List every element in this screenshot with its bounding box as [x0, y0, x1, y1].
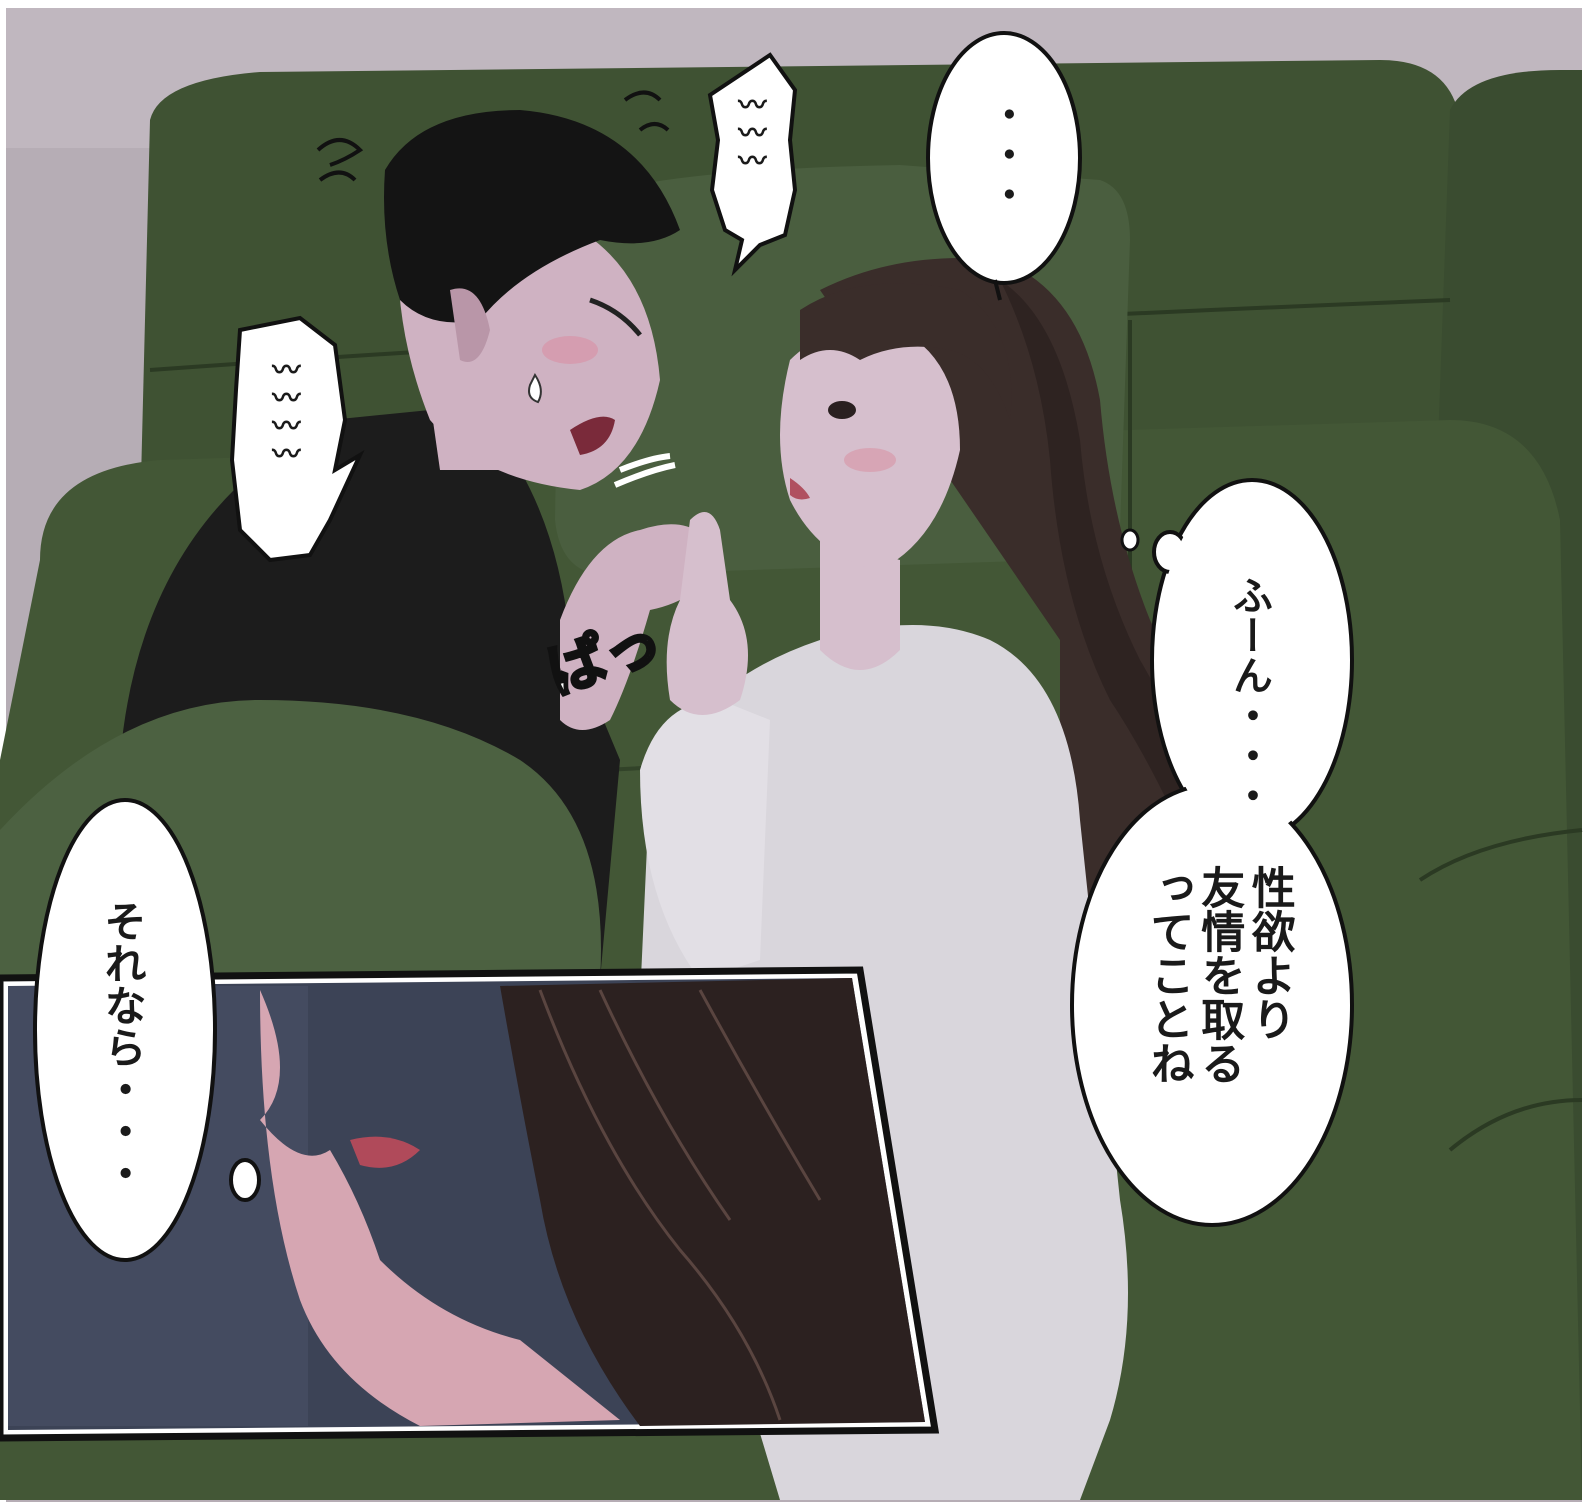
woman-hair-front	[1000, 280, 1192, 850]
woman-bangs	[800, 283, 1012, 420]
his-squiggle-right-text: 〰〰〰	[734, 90, 768, 174]
man-ear	[450, 288, 490, 362]
man-hand	[560, 524, 720, 730]
thought-bubble-lust	[1070, 484, 1354, 1227]
inset-panel	[0, 966, 940, 1442]
woman-lips	[790, 478, 810, 500]
his-squiggle-left-text: 〰〰〰〰	[268, 355, 302, 467]
inset-lips	[350, 1136, 420, 1168]
speech-bubble-his-left	[229, 315, 365, 563]
man-hair	[384, 110, 680, 323]
inset-face	[260, 990, 620, 1426]
man-eye	[589, 297, 642, 337]
man-blush	[542, 336, 598, 364]
speech-bubble-her-dots	[926, 31, 1082, 301]
her-dots-text: ・・・	[983, 95, 1028, 215]
woman-sleeve	[640, 700, 770, 980]
thought-then-text: それなら・・・	[98, 900, 148, 1194]
man-mouth	[570, 416, 615, 455]
woman-neck	[820, 540, 900, 670]
motion-lines	[613, 453, 676, 488]
fluster-mark-right	[623, 90, 670, 132]
woman-hand	[666, 512, 748, 715]
fluster-mark-left	[316, 138, 364, 182]
speech-bubble-his-right	[707, 52, 798, 277]
sweat-drop	[528, 373, 542, 404]
thought-bubble-then	[33, 798, 261, 1262]
woman-hair-back	[820, 258, 1202, 1000]
woman-eye	[828, 401, 856, 419]
inset-hair	[500, 978, 925, 1426]
thought-hmm-text: ふーん・・・	[1226, 575, 1272, 815]
thought-lust-text: 性欲より 友情を取る ってことね	[1142, 865, 1295, 1085]
woman-blush	[844, 448, 896, 472]
